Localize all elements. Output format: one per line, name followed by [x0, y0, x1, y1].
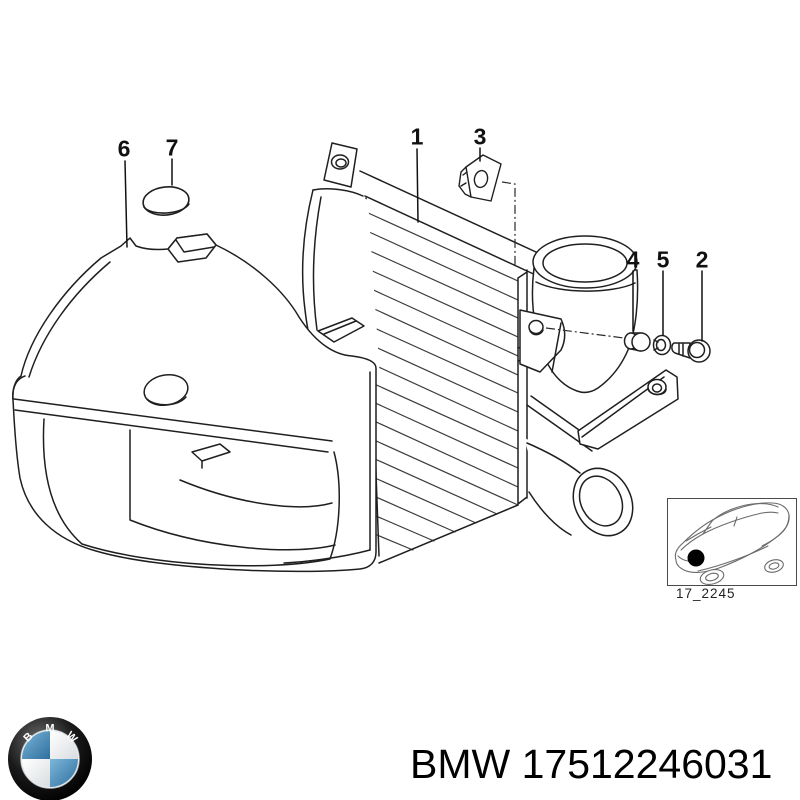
callout-5: 5 — [656, 246, 670, 273]
car-outline-drawing — [674, 502, 790, 585]
callout-7: 7 — [165, 134, 179, 161]
car-thumbnail — [667, 498, 797, 586]
reference-lines — [501, 181, 625, 339]
duct-inner-tab — [191, 443, 231, 462]
outlet-opening — [572, 467, 634, 537]
hood-location-dot — [687, 549, 705, 567]
duct-tab-lower — [317, 317, 365, 343]
callout-2: 2 — [695, 246, 709, 273]
part-number-text: BMW 17512246031 — [410, 741, 773, 787]
elbow-pipe — [531, 235, 639, 394]
bmw-roundel-logo: B M W — [8, 717, 92, 800]
callout-4: 4 — [626, 246, 640, 273]
logo-letter-m: M — [45, 723, 54, 735]
support-bracket — [526, 369, 679, 452]
bushing-part-4 — [623, 332, 651, 352]
thumbnail-code: 17_2245 — [676, 586, 736, 601]
cap-part-7 — [142, 186, 190, 216]
callout-6: 6 — [117, 135, 131, 162]
core-fins — [365, 211, 519, 551]
callout-3: 3 — [473, 123, 487, 150]
outlet-pipe — [524, 438, 634, 537]
duct-tab-upper — [167, 233, 217, 263]
intercooler-core — [359, 170, 548, 564]
tab-bolt-hole — [528, 319, 544, 335]
clip-part-3 — [458, 154, 502, 202]
callout-leader-lines — [124, 147, 703, 342]
air-duct — [12, 233, 377, 573]
snap-ring-part-5 — [652, 334, 672, 356]
elbow-opening — [532, 235, 638, 289]
callout-1: 1 — [410, 123, 424, 150]
bolt-part-2 — [671, 339, 711, 363]
end-plate-tab — [519, 309, 566, 373]
